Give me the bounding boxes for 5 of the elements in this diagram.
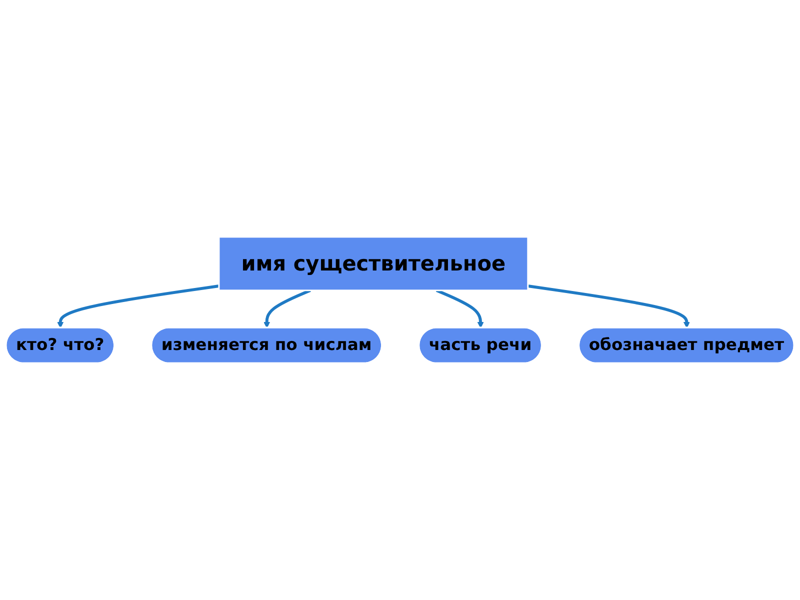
- arrow: [528, 284, 690, 328]
- arrow: [436, 288, 484, 328]
- node-box: имя существительное: [218, 236, 529, 292]
- arrow: [264, 288, 311, 328]
- arrow: [57, 284, 220, 328]
